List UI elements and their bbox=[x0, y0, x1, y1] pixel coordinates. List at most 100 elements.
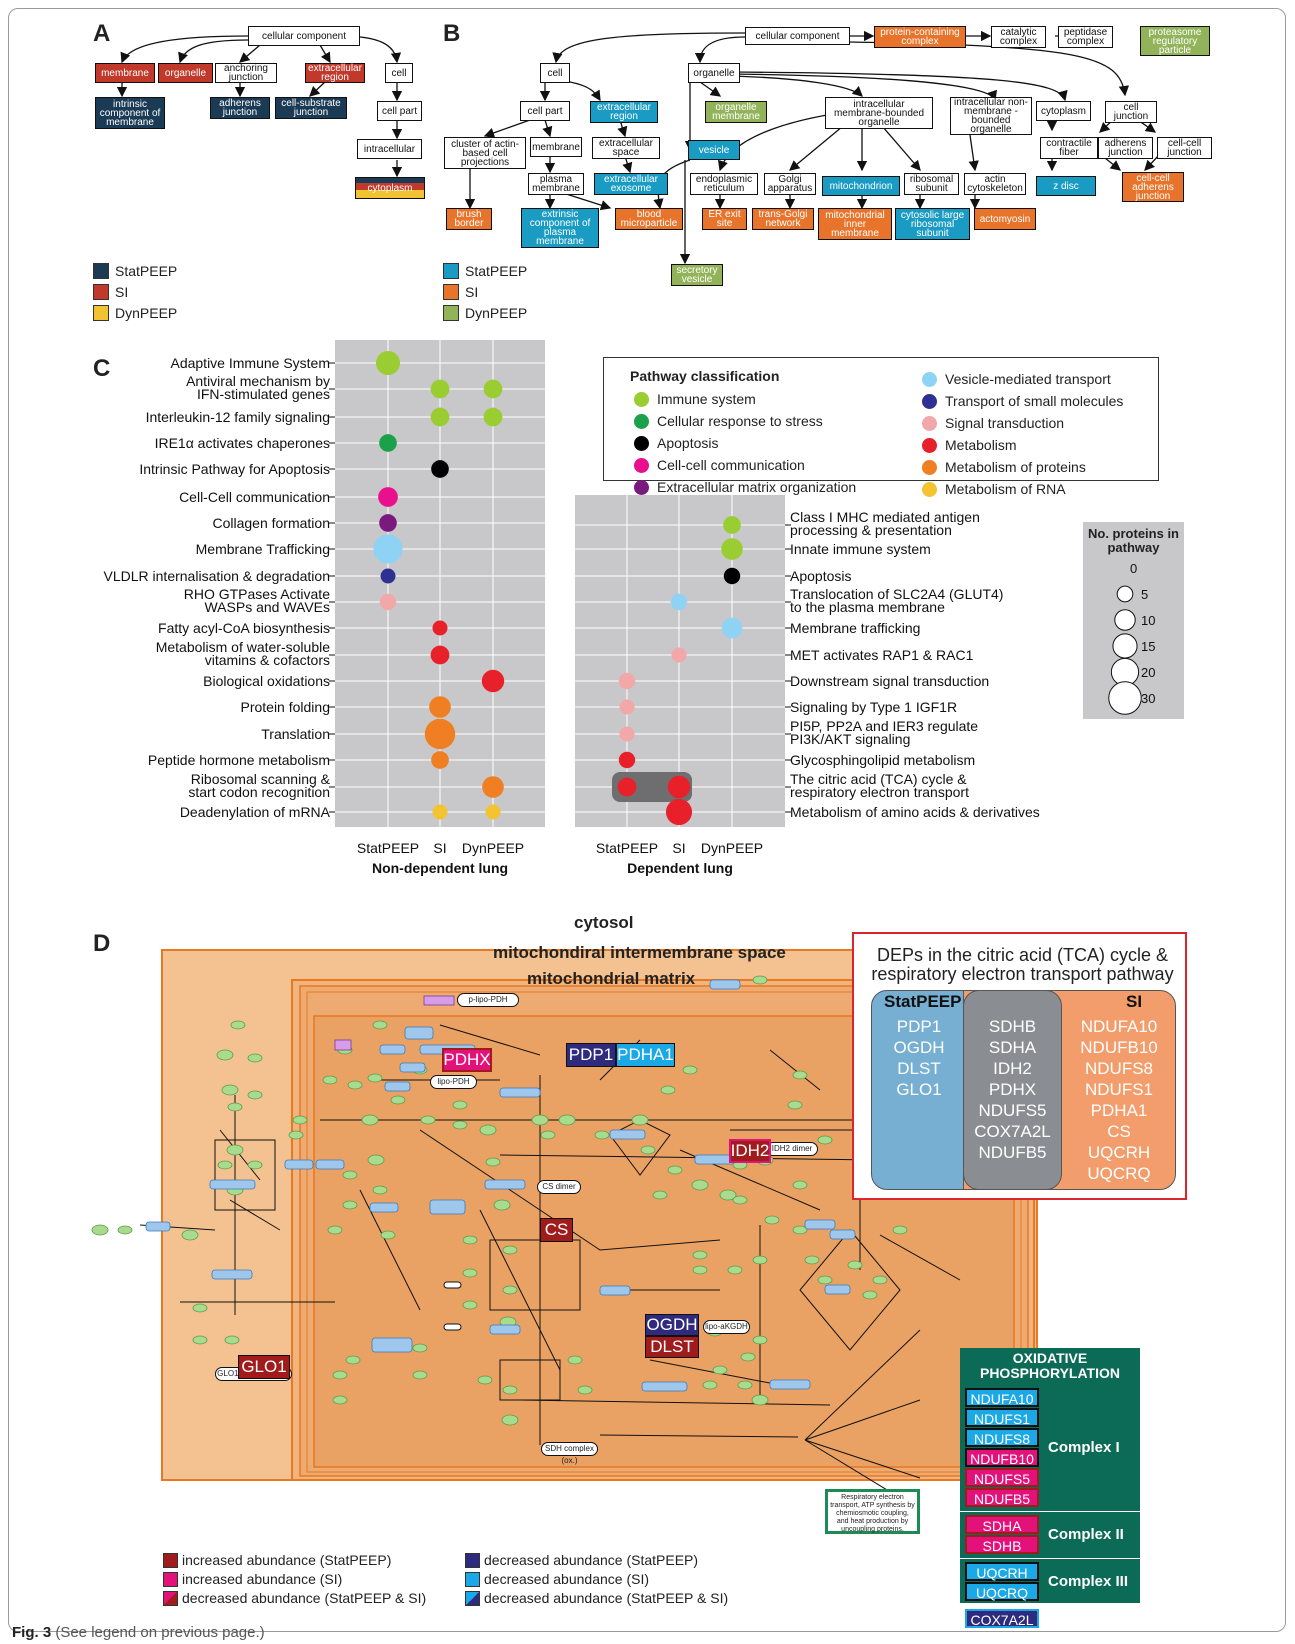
panel-c-label: C bbox=[93, 355, 111, 382]
data-point bbox=[618, 751, 636, 769]
node-a-cytoplasm: cytoplasm bbox=[355, 177, 425, 199]
data-point bbox=[721, 617, 743, 639]
data-point bbox=[665, 798, 693, 826]
venn-gene: NDUFA10 bbox=[1080, 1017, 1158, 1036]
pathway-label: VLDLR internalisation & degradation bbox=[104, 568, 330, 584]
legend-dot bbox=[634, 435, 649, 451]
pathway-label: Intrinsic Pathway for Apoptosis bbox=[139, 461, 330, 477]
oxphos-gene: NDUFB5 bbox=[965, 1488, 1039, 1507]
x-tick-label: StatPEEP bbox=[596, 840, 658, 856]
oxphos-gene: NDUFS8 bbox=[965, 1428, 1039, 1447]
node-b-blood-microparticle: blood microparticle bbox=[615, 208, 683, 230]
venn-gene: GLO1 bbox=[896, 1080, 942, 1099]
legend-item: Apoptosis bbox=[634, 435, 718, 451]
oxphos-gene: SDHA bbox=[965, 1515, 1039, 1534]
data-point bbox=[671, 647, 687, 663]
gene-idh2: IDH2 bbox=[729, 1139, 771, 1163]
pathway-label: MET activates RAP1 & RAC1 bbox=[790, 647, 974, 663]
node-a-adherens: adherens junction bbox=[210, 97, 270, 119]
a-legend-dyn: DynPEEP bbox=[93, 305, 177, 321]
data-point bbox=[723, 567, 741, 585]
pathway-label: Metabolism of amino acids & derivatives bbox=[790, 804, 1040, 820]
data-point bbox=[618, 672, 636, 690]
legend-item: Metabolism bbox=[922, 437, 1017, 453]
oxphos-gene: NDUFB10 bbox=[965, 1448, 1039, 1467]
gene-pdhx: PDHX bbox=[442, 1048, 492, 1072]
pathway-label: IRE1α activates chaperones bbox=[155, 435, 330, 451]
compartment-matrix: mitochondrial matrix bbox=[527, 969, 696, 988]
label-idh2-dimer: IDH2 dimer bbox=[766, 1142, 818, 1156]
data-point bbox=[379, 514, 397, 532]
node-b-mito-inner: mitochondrial inner membrane bbox=[818, 208, 892, 240]
node-b-peptidase: peptidase complex bbox=[1058, 26, 1113, 48]
venn-gene: NDUFB10 bbox=[1080, 1038, 1158, 1057]
venn-gene: PDP1 bbox=[896, 1017, 942, 1036]
node-a-cell-part: cell part bbox=[377, 101, 422, 121]
data-point bbox=[379, 434, 397, 452]
node-b-trans-golgi: trans-Golgi network bbox=[752, 208, 814, 230]
panel-b-label: B bbox=[443, 20, 461, 47]
node-b-imbo: intracellular membrane-bounded organelle bbox=[825, 97, 933, 129]
venn-stat-title: StatPEEP bbox=[884, 992, 962, 1011]
node-b-cell-part: cell part bbox=[520, 101, 570, 121]
size-legend-value: 15 bbox=[1141, 639, 1155, 654]
pathway-label: Interleukin-12 family signaling bbox=[146, 409, 330, 425]
venn-gene: PDHA1 bbox=[1090, 1101, 1148, 1120]
node-b-er: endoplasmic reticulum bbox=[690, 173, 758, 195]
data-point bbox=[432, 620, 448, 636]
node-b-inmbo: intracellular non-membrane -bounded orga… bbox=[950, 97, 1032, 135]
pathway-label: Cell-Cell communication bbox=[179, 489, 330, 505]
pathway-label: Translocation of SLC2A4 (GLUT4)to the pl… bbox=[790, 586, 1003, 615]
data-point bbox=[380, 568, 396, 584]
data-point bbox=[721, 538, 743, 560]
data-point bbox=[375, 350, 401, 376]
oxphos-complex-label: Complex I bbox=[1048, 1439, 1120, 1456]
panel-subtitle: Dependent lung bbox=[627, 860, 733, 876]
venn-gene: COX7A2L bbox=[974, 1122, 1051, 1141]
panel-ab-edges bbox=[116, 30, 1161, 265]
d-legend-item: decreased abundance (StatPEEP & SI) bbox=[465, 1590, 728, 1606]
pathway-label: Adaptive Immune System bbox=[170, 355, 330, 371]
oxphos-gene: NDUFS1 bbox=[965, 1408, 1039, 1427]
node-b-cytoplasm: cytoplasm bbox=[1036, 101, 1091, 121]
compartment-cytosol: cytosol bbox=[574, 913, 634, 932]
x-tick-label: SI bbox=[672, 840, 685, 856]
a-legend-stat: StatPEEP bbox=[93, 263, 177, 279]
venn-overlap-region bbox=[963, 990, 1062, 1190]
legend-item: Cell-cell communication bbox=[634, 457, 805, 473]
legend-item: Metabolism of proteins bbox=[922, 459, 1086, 475]
node-b-extracellular-region: extracellular region bbox=[590, 101, 658, 123]
compartment-ims: mitochondiral intermembrane space bbox=[493, 943, 786, 962]
node-a-cell: cell bbox=[385, 63, 413, 83]
data-point bbox=[378, 487, 398, 507]
node-b-golgi: Golgi apparatus bbox=[764, 173, 816, 195]
node-b-catalytic: catalytic complex bbox=[991, 26, 1046, 48]
legend-item: Vesicle-mediated transport bbox=[922, 371, 1111, 387]
venn-gene: OGDH bbox=[893, 1038, 945, 1057]
node-b-cluster: cluster of actin-based cell projections bbox=[444, 137, 526, 169]
data-point bbox=[483, 379, 503, 399]
pathway-label: Downstream signal transduction bbox=[790, 673, 989, 689]
label-sdh-complex: SDH complex (ox.) bbox=[541, 1442, 598, 1465]
data-point bbox=[619, 726, 635, 742]
pathway-label: Deadenylation of mRNA bbox=[180, 804, 331, 820]
node-b-vesicle: vesicle bbox=[688, 140, 740, 160]
gene-cs: CS bbox=[540, 1218, 573, 1242]
node-b-organelle-membrane: organelle membrane bbox=[705, 101, 767, 123]
pathway-label: Translation bbox=[261, 726, 330, 742]
data-point bbox=[723, 516, 741, 534]
legend-dot bbox=[922, 459, 937, 475]
data-point bbox=[429, 696, 451, 718]
node-b-cell-cell-junction: cell-cell junction bbox=[1157, 137, 1212, 159]
legend-dot bbox=[634, 479, 649, 495]
node-b-cell-junction: cell junction bbox=[1105, 101, 1157, 123]
legend-dot bbox=[922, 415, 937, 431]
data-point bbox=[667, 775, 691, 799]
data-point bbox=[482, 776, 504, 798]
node-b-actomyosin: actomyosin bbox=[974, 208, 1036, 230]
venn-gene: PDHX bbox=[988, 1080, 1037, 1099]
node-a-intrinsic: intrinsic component of membrane bbox=[95, 97, 165, 129]
